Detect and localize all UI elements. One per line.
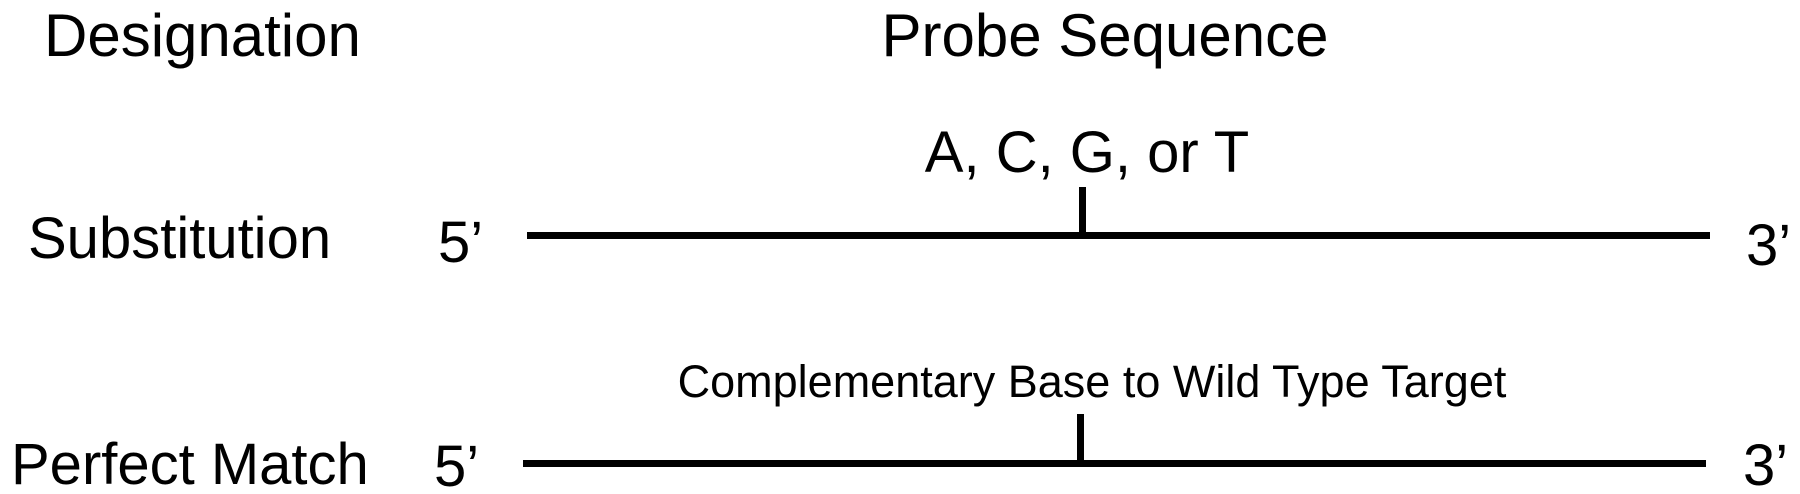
column-header-designation: Designation <box>44 2 361 69</box>
perfect-match-tick-mark <box>1077 414 1084 464</box>
row-label-perfect-match: Perfect Match <box>11 432 369 494</box>
row-label-substitution: Substitution <box>28 206 332 271</box>
perfect-match-probe-line <box>523 460 1706 467</box>
substitution-probe-line <box>527 232 1710 239</box>
substitution-tick-mark <box>1079 187 1086 236</box>
perfect-match-tick-label: Complementary Base to Wild Type Target <box>677 356 1507 407</box>
substitution-five-prime-label: 5’ <box>438 210 484 275</box>
column-header-probe-sequence: Probe Sequence <box>881 2 1329 69</box>
substitution-three-prime-label: 3’ <box>1746 213 1792 278</box>
substitution-tick-label: A, C, G, or T <box>924 120 1250 185</box>
perfect-match-three-prime-label: 3’ <box>1743 433 1789 494</box>
perfect-match-five-prime-label: 5’ <box>434 434 480 494</box>
